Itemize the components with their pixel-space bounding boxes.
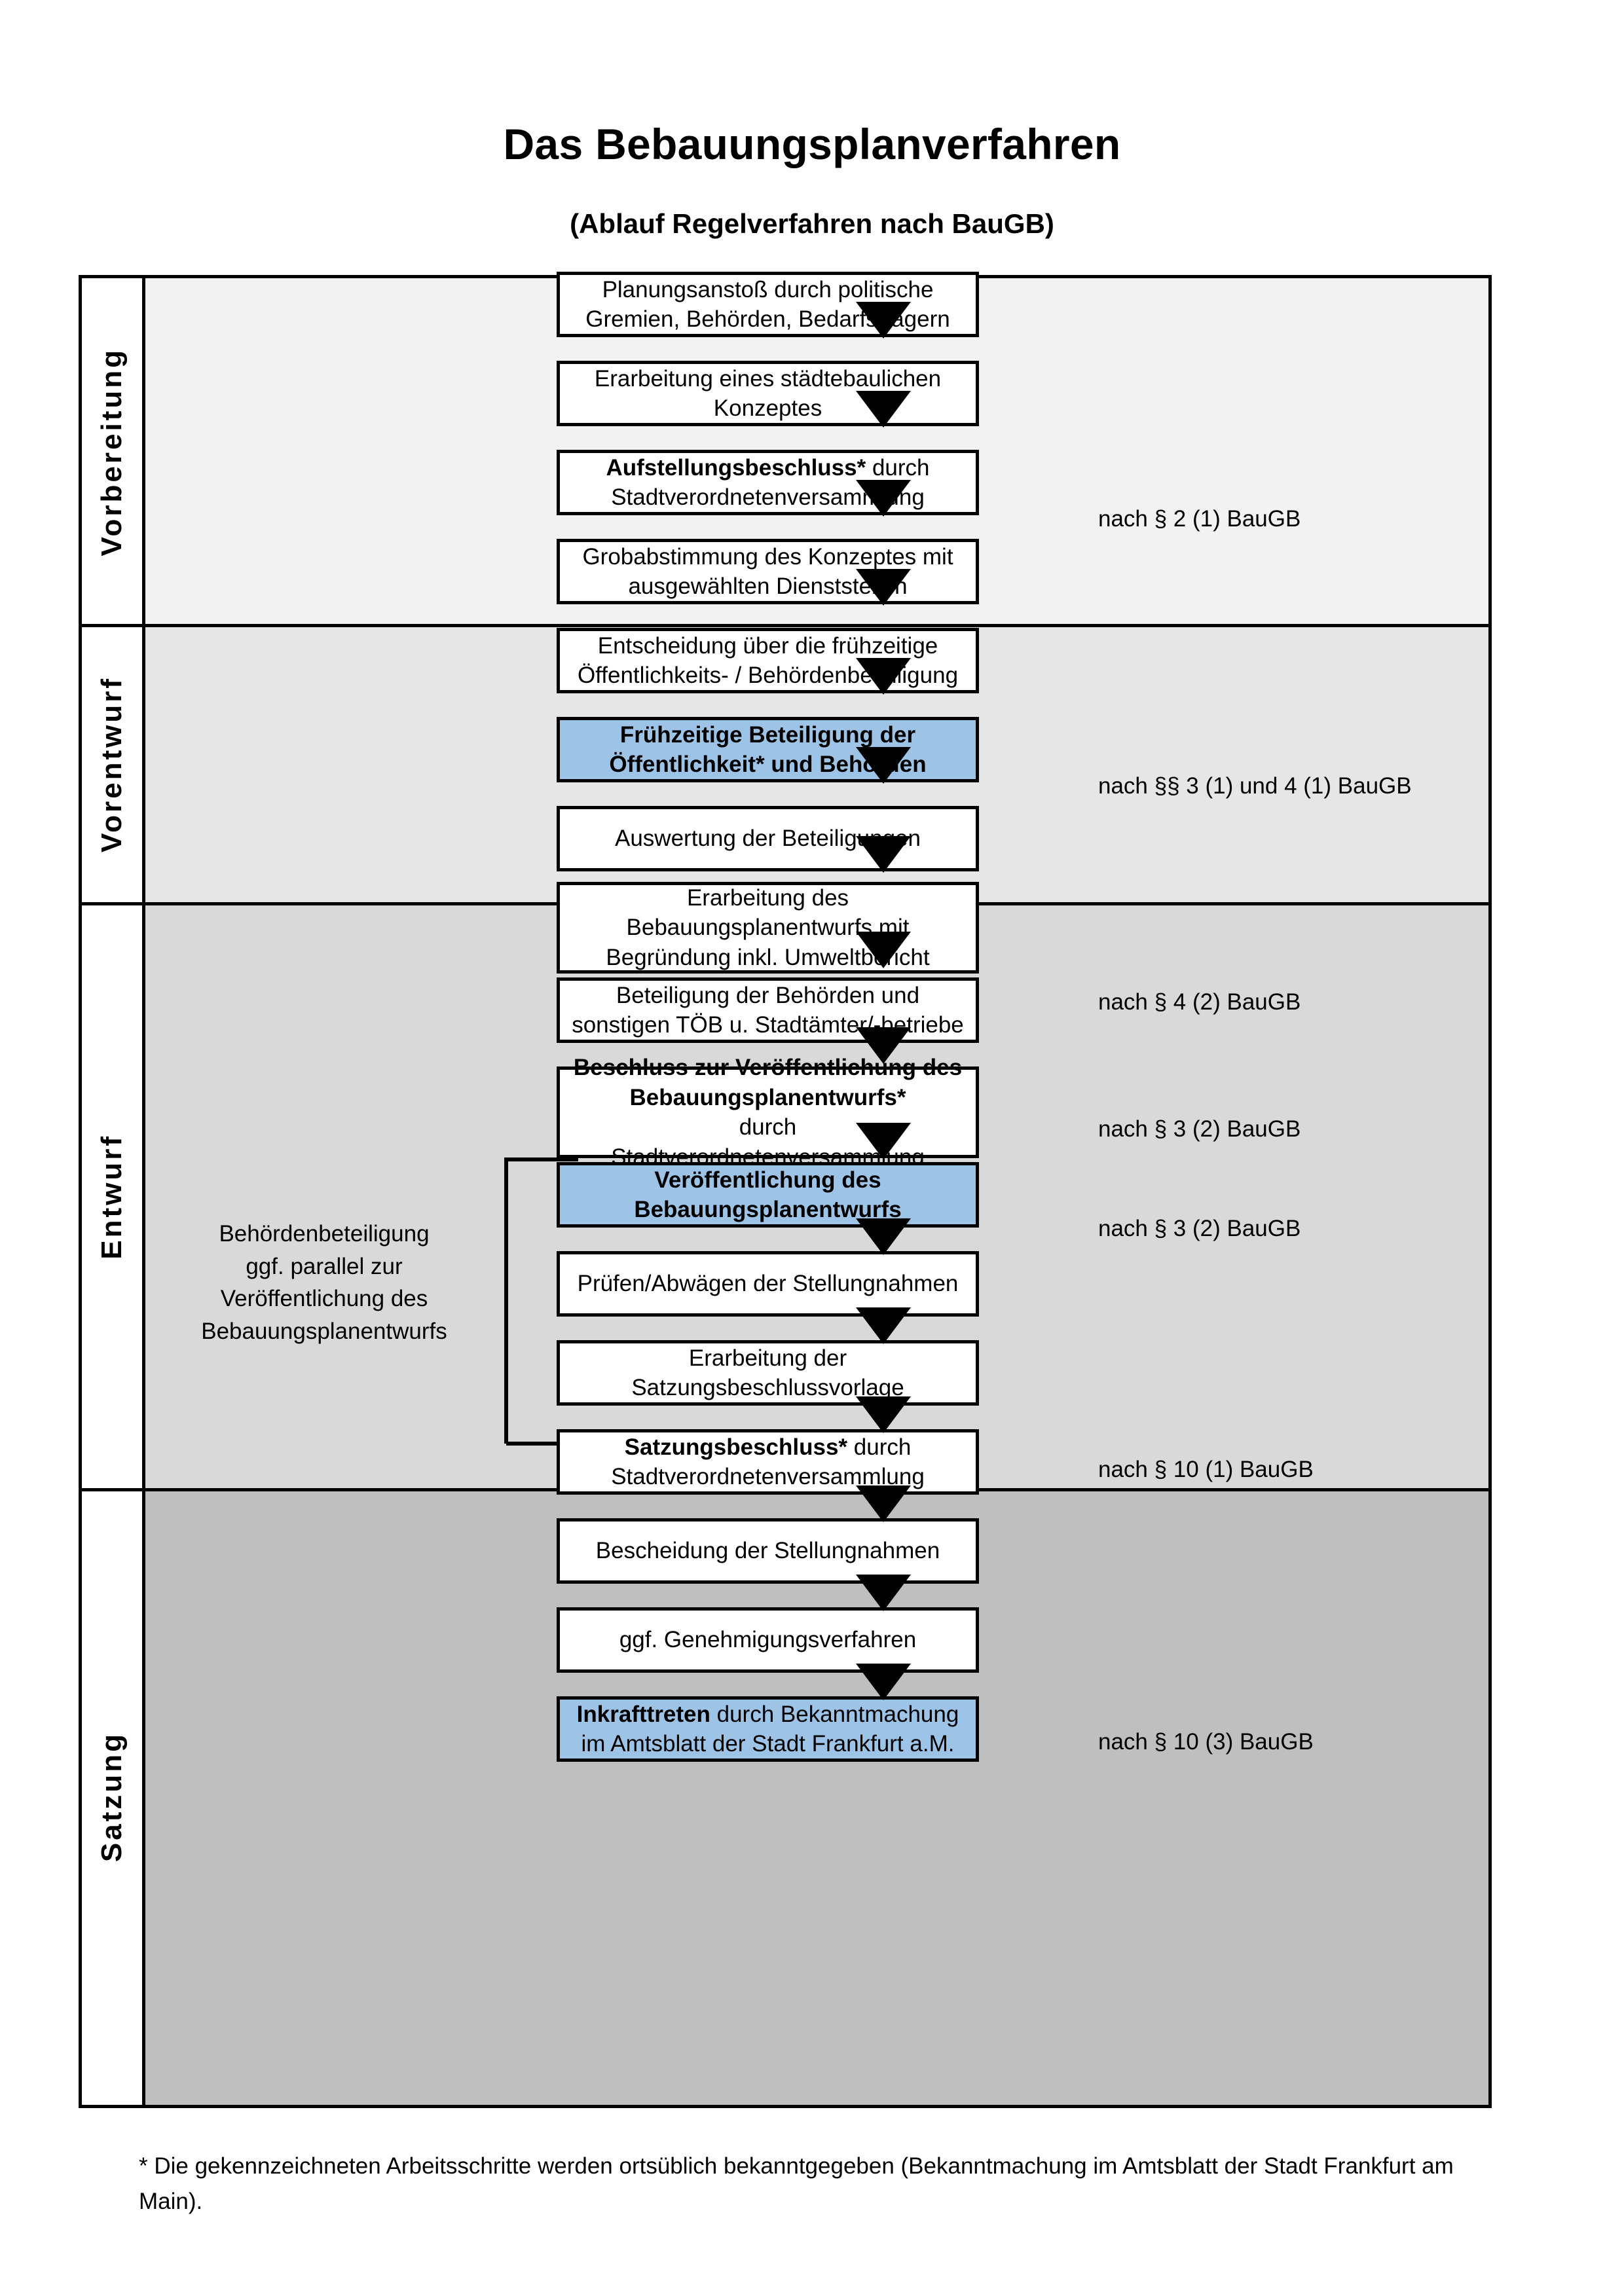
- phase-band-fill: [145, 1489, 1488, 2105]
- step-box-erarbeitung-satzungsvorlage[interactable]: Erarbeitung der Satzungsbeschlussvorlage: [557, 1340, 979, 1406]
- phase-band-satzung: Satzung: [82, 1489, 1488, 2105]
- step-line: Bebauungsplanentwurfs: [634, 1197, 902, 1222]
- flow-arrow: [856, 1575, 911, 1611]
- legal-ref-par4-2: nach § 4 (2) BauGB: [1098, 989, 1301, 1015]
- step-line: Bebauungsplanentwurfs*: [629, 1084, 906, 1110]
- step-box-satzungsbeschluss[interactable]: Satzungsbeschluss* durch Stadtverordnete…: [557, 1429, 979, 1495]
- step-line: Veröffentlichung des: [654, 1167, 881, 1193]
- phase-label-satzung: Satzung: [82, 1489, 145, 2105]
- step-line: Erarbeitung des: [686, 884, 849, 911]
- phase-label-text: Entwurf: [96, 1133, 128, 1260]
- step-line: im Amtsblatt der Stadt Frankfurt a.M.: [581, 1731, 955, 1757]
- flow-arrow: [856, 932, 911, 968]
- sidenote-line: Veröffentlichung des: [220, 1286, 428, 1312]
- step-box-aufstellungsbeschluss[interactable]: Aufstellungsbeschluss* durch Stadtverord…: [557, 450, 979, 515]
- step-line: Stadtverordnetenversammlung: [611, 1464, 925, 1489]
- step-box-erarbeitung-entwurf[interactable]: Erarbeitung des Bebauungsplanentwurfs mi…: [557, 882, 979, 974]
- phase-label-vorbereitung: Vorbereitung: [82, 278, 145, 625]
- phase-label-text: Vorentwurf: [96, 676, 128, 852]
- step-box-auswertung-beteiligungen[interactable]: Auswertung der Beteiligungen: [557, 806, 979, 871]
- band-divider: [82, 624, 1488, 627]
- legal-ref-par3-4-1: nach §§ 3 (1) und 4 (1) BauGB: [1098, 773, 1412, 799]
- page-subtitle: (Ablauf Regelverfahren nach BauGB): [570, 208, 1054, 239]
- step-box-pruefen-abwaegen[interactable]: Prüfen/Abwägen der Stellungnahmen: [557, 1251, 979, 1317]
- flow-arrow: [856, 480, 911, 517]
- flow-arrow: [856, 1218, 911, 1255]
- flow-arrow: [856, 1664, 911, 1700]
- step-box-grobabstimmung[interactable]: Grobabstimmung des Konzeptes mit ausgewä…: [557, 539, 979, 604]
- step-box-fruehzeitige-beteiligung[interactable]: Frühzeitige Beteiligung der Öffentlichke…: [557, 717, 979, 782]
- phase-label-entwurf: Entwurf: [82, 903, 145, 1489]
- step-box-veroeffentlichung-entwurf[interactable]: Veröffentlichung des Bebauungsplanentwur…: [557, 1162, 979, 1228]
- step-box-planungsanstoss[interactable]: Planungsanstoß durch politische Gremien,…: [557, 272, 979, 337]
- step-box-beteiligung-behoerden[interactable]: Beteiligung der Behörden und sonstigen T…: [557, 977, 979, 1043]
- step-box-entscheidung-fruehzeitig[interactable]: Entscheidung über die frühzeitige Öffent…: [557, 628, 979, 693]
- phase-label-vorentwurf: Vorentwurf: [82, 625, 145, 903]
- step-box-inkrafttreten[interactable]: Inkrafttreten durch Bekanntmachung im Am…: [557, 1696, 979, 1762]
- step-line: Erarbeitung eines städtebaulichen: [594, 365, 942, 392]
- flow-arrow: [856, 1027, 911, 1064]
- step-line: Frühzeitige Beteiligung der: [619, 721, 916, 748]
- step-line: Konzeptes: [713, 395, 822, 421]
- legal-ref-par10-1: nach § 10 (1) BauGB: [1098, 1457, 1314, 1482]
- flow-arrow: [856, 1396, 911, 1433]
- phase-label-text: Vorbereitung: [96, 347, 128, 556]
- legal-ref-par3-2b: nach § 3 (2) BauGB: [1098, 1216, 1301, 1241]
- page-title: Das Bebauungsplanverfahren: [503, 120, 1121, 168]
- flow-arrow: [856, 1123, 911, 1159]
- step-line: Entscheidung über die frühzeitige: [597, 632, 938, 659]
- step-line: Erarbeitung der: [688, 1345, 847, 1371]
- sidenote-line: Behördenbeteiligung: [219, 1221, 430, 1247]
- step-line: Beteiligung der Behörden und: [616, 982, 920, 1008]
- legal-ref-par3-2a: nach § 3 (2) BauGB: [1098, 1116, 1301, 1142]
- step-box-staedtebauliches-konzept[interactable]: Erarbeitung eines städtebaulichen Konzep…: [557, 361, 979, 426]
- sidenote-behoerdenbeteiligung: Behördenbeteiligung ggf. parallel zur Ve…: [167, 1218, 481, 1348]
- step-line: Aufstellungsbeschluss* durch: [606, 454, 930, 481]
- flow-arrow: [856, 302, 911, 338]
- step-box-genehmigungsverfahren[interactable]: ggf. Genehmigungsverfahren: [557, 1607, 979, 1673]
- step-line: Inkrafttreten durch Bekanntmachung: [576, 1701, 959, 1727]
- sidenote-line: Bebauungsplanentwurfs: [201, 1319, 447, 1345]
- flow-arrow: [856, 836, 911, 873]
- step-line: Satzungsbeschluss* durch: [624, 1434, 912, 1460]
- legal-ref-par10-3: nach § 10 (3) BauGB: [1098, 1729, 1314, 1755]
- footnote: * Die gekennzeichneten Arbeitsschritte w…: [139, 2153, 1454, 2215]
- flow-arrow: [856, 1485, 911, 1522]
- flow-arrow: [856, 1307, 911, 1344]
- flowchart-frame: Vorbereitung Vorentwurf Entwurf Satzung …: [79, 272, 1492, 2108]
- flow-arrow: [856, 747, 911, 784]
- step-line: Grobabstimmung des Konzeptes mit: [582, 543, 953, 570]
- step-line: Planungsanstoß durch politische: [602, 276, 934, 302]
- step-line: Satzungsbeschlussvorlage: [631, 1375, 904, 1400]
- sidenote-line: ggf. parallel zur: [246, 1253, 403, 1279]
- step-box-beschluss-veroeffentlichung[interactable]: Beschluss zur Veröffentlichung des Bebau…: [557, 1055, 979, 1170]
- phase-label-text: Satzung: [96, 1732, 128, 1863]
- flow-arrow: [856, 569, 911, 606]
- legal-ref-par2-1: nach § 2 (1) BauGB: [1098, 506, 1301, 532]
- step-line: Bescheidung der Stellungnahmen: [595, 1538, 940, 1564]
- flow-arrow: [856, 658, 911, 695]
- flow-arrow: [856, 391, 911, 428]
- step-line: ggf. Genehmigungsverfahren: [619, 1627, 917, 1653]
- step-line: Prüfen/Abwägen der Stellungnahmen: [577, 1271, 959, 1297]
- step-box-bescheidung-stellungnahmen[interactable]: Bescheidung der Stellungnahmen: [557, 1518, 979, 1584]
